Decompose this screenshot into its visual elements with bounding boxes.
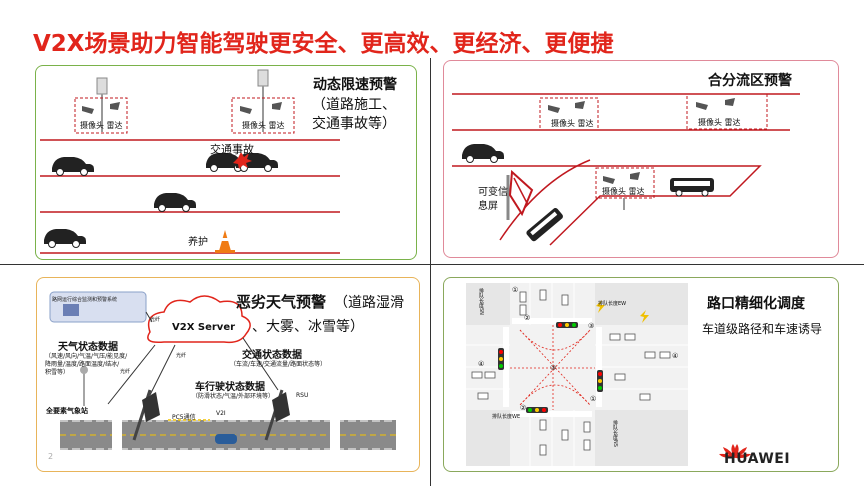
bus-icon [526, 208, 563, 242]
maintenance-label: 养护 [188, 237, 208, 248]
divider-horizontal [0, 264, 864, 265]
weather-data-title: 天气状态数据 [58, 342, 118, 353]
queue-length-we: 排队长度WE [492, 414, 521, 420]
weather-data-detail-2: 降雨量/温度/路面温度/结冰/ [45, 361, 120, 368]
crash-icon [233, 152, 252, 169]
vehicle-data-detail: （防滑状态/气温/外部环境等） [192, 393, 275, 400]
traffic-light-icon [498, 348, 504, 370]
queue-length-ew: 排队长度EW [598, 301, 627, 307]
panel3-heading: 恶劣天气预警 [236, 293, 327, 311]
rsu-label: RSU [296, 392, 309, 399]
traffic-light-icon [597, 370, 603, 392]
watermark: 2 [48, 452, 54, 461]
lane-number: ① [590, 395, 597, 403]
weather-data-detail-1: （风速/风向/气温/气压/能见度/ [45, 353, 128, 360]
lane-number: ④ [478, 360, 485, 368]
divider-vertical [430, 58, 431, 486]
panel3-subtitle-2: 、大雾、冰雪等） [252, 319, 364, 335]
lane-number: ③ [550, 364, 557, 372]
variable-message-sign-icon [506, 169, 534, 220]
panel1-subtitle-1: （道路施工、 [312, 97, 396, 113]
car-icon [44, 229, 86, 248]
sensor-pole-2 [686, 93, 768, 130]
v2i-label: V2I [216, 410, 226, 417]
weather-data-detail-3: 积雪等） [45, 369, 70, 376]
bus-icon [670, 178, 714, 197]
brand-name: HUAWEI [724, 451, 791, 467]
panel2-heading: 合分流区预警 [708, 73, 792, 89]
traffic-data-detail: （车流/车速/交通流量/路面状态等） [230, 361, 327, 368]
panel4-subtitle: 车道级路径和车速诱导 [702, 322, 823, 336]
sign-label-1: 可变信 [478, 187, 508, 198]
traffic-light-icon [526, 407, 548, 413]
v2x-server-label: V2X Server [172, 322, 236, 333]
fiber-link-label: 光纤 [176, 353, 187, 359]
pc5-label: PC5通信 [172, 414, 196, 421]
panel4-heading: 路口精细化调度 [707, 296, 805, 312]
gantry-right [264, 389, 290, 441]
gantry-left [132, 389, 160, 441]
panel1-subtitle-2: 交通事故等） [312, 116, 396, 132]
vehicles [471, 289, 671, 456]
fiber-link-label: 光纤 [120, 369, 131, 375]
sign-label-2: 息屏 [478, 201, 498, 212]
car-icon [52, 157, 94, 176]
camera-radar-label: 摄像头 雷达 [551, 119, 594, 128]
traffic-cone-icon [215, 230, 235, 253]
traffic-data-title: 交通状态数据 [242, 350, 302, 361]
camera-radar-label: 摄像头 雷达 [602, 187, 645, 196]
car-icon [154, 193, 196, 212]
lane-number: ② [524, 314, 531, 322]
sensor-pole-left [74, 77, 128, 134]
huawei-logo-icon [719, 444, 751, 459]
queue-length-ns: 排队长度NS [612, 420, 618, 447]
monitoring-system-label: 路网运行综合监测和预警系统 [52, 297, 118, 303]
camera-radar-label: 摄像头 雷达 [698, 118, 741, 127]
queue-length-sn: 排队长度SN [478, 288, 484, 315]
sensor-pole-right [231, 69, 295, 134]
sensor-pole-1 [539, 97, 599, 131]
lane-number: ① [512, 286, 519, 294]
car-icon [462, 144, 504, 163]
fiber-link-label: 光纤 [150, 317, 161, 323]
page-title: V2X场景助力智能驾驶更安全、更高效、更经济、更便捷 [33, 31, 614, 57]
car-icon [215, 434, 237, 444]
panel3-subtitle-1: （道路湿滑 [334, 295, 404, 311]
lane-number: ② [520, 404, 527, 412]
sensor-pole-3 [595, 167, 655, 210]
camera-radar-label: 摄像头 雷达 [80, 121, 123, 130]
traffic-light-icon [556, 322, 578, 328]
panel-merge-diverge-warning [443, 60, 839, 258]
panel1-heading: 动态限速预警 [313, 77, 397, 93]
lane-number: ④ [672, 352, 679, 360]
vehicle-data-title: 车行驶状态数据 [195, 382, 265, 393]
weather-station-label: 全要素气象站 [46, 407, 88, 415]
camera-radar-label: 摄像头 雷达 [242, 121, 285, 130]
accident-label: 交通事故 [210, 143, 254, 156]
lane-number: ③ [588, 322, 595, 330]
